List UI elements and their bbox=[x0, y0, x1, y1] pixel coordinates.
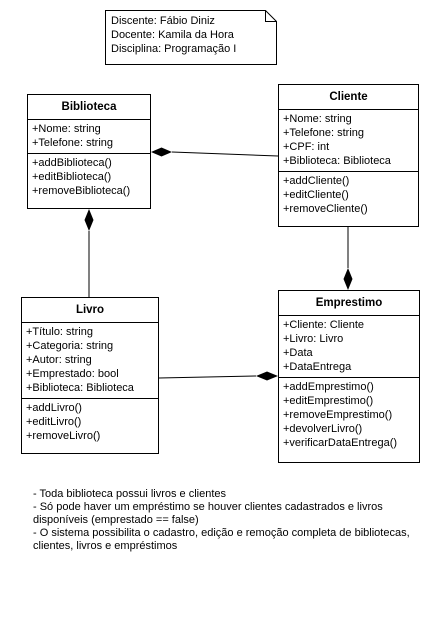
method: +devolverLivro() bbox=[283, 423, 363, 435]
class-biblioteca: Biblioteca +Nome: string +Telefone: stri… bbox=[27, 94, 151, 209]
attribute: +Autor: string bbox=[26, 354, 92, 366]
methods-section: +addLivro() +editLivro() +removeLivro() bbox=[22, 398, 158, 446]
attribute: +Biblioteca: Biblioteca bbox=[283, 155, 391, 167]
class-cliente: Cliente +Nome: string +Telefone: string … bbox=[278, 84, 419, 227]
class-name: Livro bbox=[22, 298, 158, 323]
footer-notes: - Toda biblioteca possui livros e client… bbox=[33, 488, 423, 553]
attribute: +Biblioteca: Biblioteca bbox=[26, 382, 134, 394]
method: +removeCliente() bbox=[283, 203, 368, 215]
attributes-section: +Cliente: Cliente +Livro: Livro +Data +D… bbox=[279, 316, 419, 377]
header-note: Discente: Fábio Diniz Docente: Kamila da… bbox=[105, 10, 277, 65]
method: +verificarDataEntrega() bbox=[283, 437, 398, 449]
relation-livro-emprestimo bbox=[158, 375, 257, 379]
composition-diamond-biblioteca-cliente bbox=[151, 147, 172, 157]
attributes-section: +Título: string +Categoria: string +Auto… bbox=[22, 323, 158, 398]
method: +addLivro() bbox=[26, 402, 82, 414]
relation-biblioteca-cliente bbox=[171, 151, 279, 157]
note-lines: Discente: Fábio Diniz Docente: Kamila da… bbox=[111, 14, 236, 56]
attribute: +Livro: Livro bbox=[283, 333, 344, 345]
note-shape bbox=[105, 10, 277, 65]
composition-diamond-biblioteca-livro bbox=[84, 209, 94, 231]
note-teacher: Docente: Kamila da Hora bbox=[111, 29, 234, 41]
method: +addCliente() bbox=[283, 175, 350, 187]
methods-section: +addBiblioteca() +editBiblioteca() +remo… bbox=[28, 153, 150, 201]
attribute: +Nome: string bbox=[283, 113, 352, 125]
attribute: +CPF: int bbox=[283, 141, 330, 153]
methods-section: +addCliente() +editCliente() +removeClie… bbox=[279, 171, 418, 219]
method: +removeBiblioteca() bbox=[32, 185, 131, 197]
attribute: +Telefone: string bbox=[283, 127, 365, 139]
method: +editEmprestimo() bbox=[283, 395, 374, 407]
method: +editCliente() bbox=[283, 189, 349, 201]
method: +addEmprestimo() bbox=[283, 381, 374, 393]
class-name: Cliente bbox=[279, 85, 418, 110]
class-name: Biblioteca bbox=[28, 95, 150, 120]
method: +removeEmprestimo() bbox=[283, 409, 393, 421]
attribute: +Cliente: Cliente bbox=[283, 319, 365, 331]
method: +removeLivro() bbox=[26, 430, 101, 442]
method: +addBiblioteca() bbox=[32, 157, 112, 169]
note-course: Disciplina: Programação I bbox=[111, 43, 237, 55]
attribute: +Nome: string bbox=[32, 123, 101, 135]
attribute: +Telefone: string bbox=[32, 137, 114, 149]
class-emprestimo: Emprestimo +Cliente: Cliente +Livro: Liv… bbox=[278, 290, 420, 463]
attribute: +Título: string bbox=[26, 326, 93, 338]
footer-note: - Toda biblioteca possui livros e client… bbox=[33, 488, 227, 500]
attribute: +Emprestado: bool bbox=[26, 368, 119, 380]
method: +editLivro() bbox=[26, 416, 82, 428]
attributes-section: +Nome: string +Telefone: string bbox=[28, 120, 150, 153]
class-livro: Livro +Título: string +Categoria: string… bbox=[21, 297, 159, 454]
methods-section: +addEmprestimo() +editEmprestimo() +remo… bbox=[279, 377, 419, 453]
attributes-section: +Nome: string +Telefone: string +CPF: in… bbox=[279, 110, 418, 171]
footer-note: - Só pode haver um empréstimo se houver … bbox=[33, 501, 383, 526]
attribute: +DataEntrega bbox=[283, 361, 352, 373]
composition-diamond-livro-emprestimo bbox=[256, 371, 278, 381]
footer-note: - O sistema possibilita o cadastro, ediç… bbox=[33, 527, 410, 552]
attribute: +Data bbox=[283, 347, 313, 359]
method: +editBiblioteca() bbox=[32, 171, 112, 183]
composition-diamond-cliente-emprestimo bbox=[343, 268, 353, 290]
note-student: Discente: Fábio Diniz bbox=[111, 15, 215, 27]
class-name: Emprestimo bbox=[279, 291, 419, 316]
attribute: +Categoria: string bbox=[26, 340, 114, 352]
